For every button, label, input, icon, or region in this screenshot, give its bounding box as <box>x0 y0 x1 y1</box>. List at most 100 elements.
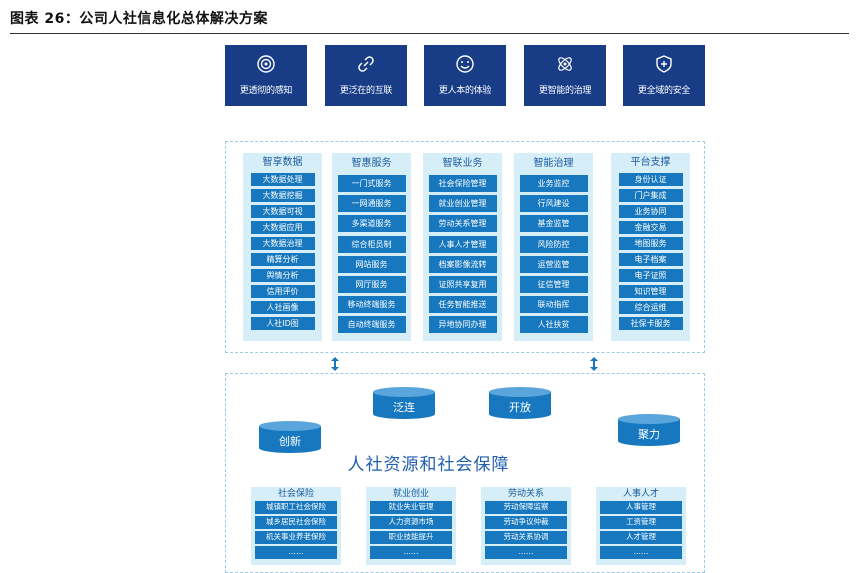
column-item: 大数据挖掘 <box>250 188 315 203</box>
link-icon <box>358 56 374 72</box>
column-item: 风险防控 <box>519 235 588 253</box>
column-item: 劳动关系管理 <box>428 215 497 233</box>
capability-panel <box>225 141 705 353</box>
column-item: 人事人才管理 <box>428 235 497 253</box>
database-cylinder-icon <box>489 387 551 419</box>
column-item: 征信管理 <box>519 275 588 293</box>
column-item: 行风建设 <box>519 195 588 213</box>
group-title: 劳动关系 <box>507 489 544 499</box>
group-title: 就业创业 <box>392 489 429 499</box>
top-card-experience: 更人本的体验 <box>424 45 506 106</box>
column-item: 综合柜员制 <box>337 235 406 253</box>
column-item: 大数据处理 <box>250 173 315 187</box>
column-item: 金融交易 <box>618 220 683 235</box>
column-item: 精算分析 <box>250 252 315 267</box>
column-item: 信用评价 <box>250 284 315 299</box>
column-item: 门户集成 <box>618 188 683 203</box>
top-card-perception: 更透彻的感知 <box>225 45 307 106</box>
group-item: 职业技能提升 <box>370 531 452 544</box>
cylinder-label: 开放 <box>509 401 531 414</box>
column-platform: 平台支撑 身份认证 门户集成 业务协同 金融交易 地图服务 电子档案 电子证照 … <box>611 153 690 341</box>
top-card-interconnect: 更泛在的互联 <box>325 45 407 106</box>
target-icon <box>257 55 275 73</box>
double-arrow-icon <box>331 357 339 371</box>
double-arrow-icon <box>590 357 598 371</box>
group-item: …… <box>485 546 567 559</box>
group-item: 人力资源市场 <box>370 516 452 529</box>
column-item: 一网通服务 <box>337 195 406 213</box>
group-item: 劳动关系协调 <box>485 531 567 544</box>
column-item: 电子档案 <box>618 252 683 267</box>
top-card-security: 更全域的安全 <box>623 45 705 106</box>
column-title: 平台支撑 <box>630 157 671 168</box>
group-item: 劳动争议仲裁 <box>485 516 567 529</box>
column-item: 大数据治理 <box>250 236 315 251</box>
atom-icon <box>558 57 572 71</box>
cylinder-label: 泛连 <box>393 401 415 414</box>
cylinder-innovation: 创新 <box>258 420 322 454</box>
column-title: 智惠服务 <box>351 158 392 169</box>
column-item: 移动终端服务 <box>337 296 406 314</box>
column-business: 智联业务 社会保险管理 就业创业管理 劳动关系管理 人事人才管理 档案影像流转 … <box>423 153 502 341</box>
column-item: 身份认证 <box>618 173 683 187</box>
group-item: 机关事业养老保险 <box>255 531 337 544</box>
cylinder-label: 创新 <box>279 435 301 448</box>
group-item: 劳动保障监察 <box>485 501 567 514</box>
title-divider <box>10 33 849 34</box>
column-governance: 智能治理 业务监控 行风建设 基金监管 风险防控 运营监管 征信管理 联动指挥 … <box>514 153 593 341</box>
cylinder-connect: 泛连 <box>372 386 436 420</box>
cylinder-open: 开放 <box>488 386 552 420</box>
group-item: …… <box>255 546 337 559</box>
center-title: 人社资源和社会保障 <box>347 455 510 475</box>
column-item: 就业创业管理 <box>428 195 497 213</box>
group-item: 城乡居民社会保险 <box>255 516 337 529</box>
column-item: 证照共享复用 <box>428 275 497 293</box>
figure-title: 图表 26：公司人社信息化总体解决方案 <box>10 11 268 27</box>
group-employment: 就业创业 就业失业管理 人力资源市场 职业技能提升 …… <box>366 487 456 565</box>
column-title: 智享数据 <box>262 157 303 168</box>
top-card-label: 更全域的安全 <box>637 86 691 96</box>
group-title: 人事人才 <box>622 489 659 499</box>
column-item: 社保卡服务 <box>618 316 683 331</box>
column-item: 多渠道服务 <box>337 215 406 233</box>
column-item: 人社ID图 <box>250 316 315 331</box>
group-item: …… <box>600 546 682 559</box>
column-item: 基金监管 <box>519 215 588 233</box>
database-cylinder-icon <box>618 414 680 446</box>
column-item: 档案影像流转 <box>428 255 497 273</box>
column-item: 电子证照 <box>618 268 683 283</box>
column-item: 任务智能推送 <box>428 296 497 314</box>
shield-icon <box>656 55 672 73</box>
top-card-governance: 更智能的治理 <box>524 45 606 106</box>
column-item: 知识管理 <box>618 284 683 299</box>
column-item: 地图服务 <box>618 236 683 251</box>
column-item: 人社扶贫 <box>519 316 588 334</box>
column-item: 人社画像 <box>250 300 315 315</box>
database-cylinder-icon <box>373 387 435 419</box>
column-item: 大数据可视 <box>250 204 315 219</box>
column-services: 智惠服务 一门式服务 一网通服务 多渠道服务 综合柜员制 网站服务 网厅服务 移… <box>332 153 411 341</box>
group-personnel-talent: 人事人才 人事管理 工资管理 人才管理 …… <box>596 487 686 565</box>
group-item: …… <box>370 546 452 559</box>
column-title: 智能治理 <box>533 158 574 169</box>
top-card-label: 更智能的治理 <box>538 86 592 96</box>
group-item: 城镇职工社会保险 <box>255 501 337 514</box>
column-item: 异地协同办理 <box>428 316 497 334</box>
top-card-label: 更泛在的互联 <box>339 86 393 96</box>
column-item: 综合运维 <box>618 300 683 315</box>
cylinder-label: 聚力 <box>638 428 660 441</box>
column-item: 业务协同 <box>618 204 683 219</box>
top-card-label: 更人本的体验 <box>438 86 492 96</box>
column-item: 大数据应用 <box>250 220 315 235</box>
group-item: 人事管理 <box>600 501 682 514</box>
group-labor-relations: 劳动关系 劳动保障监察 劳动争议仲裁 劳动关系协调 …… <box>481 487 571 565</box>
group-item: 人才管理 <box>600 531 682 544</box>
database-cylinder-icon <box>259 421 321 453</box>
smile-icon <box>456 55 474 73</box>
group-item: 工资管理 <box>600 516 682 529</box>
column-item: 一门式服务 <box>337 175 406 192</box>
column-item: 舆情分析 <box>250 268 315 283</box>
column-item: 社会保险管理 <box>428 175 497 192</box>
column-item: 联动指挥 <box>519 296 588 314</box>
column-title: 智联业务 <box>442 158 483 169</box>
